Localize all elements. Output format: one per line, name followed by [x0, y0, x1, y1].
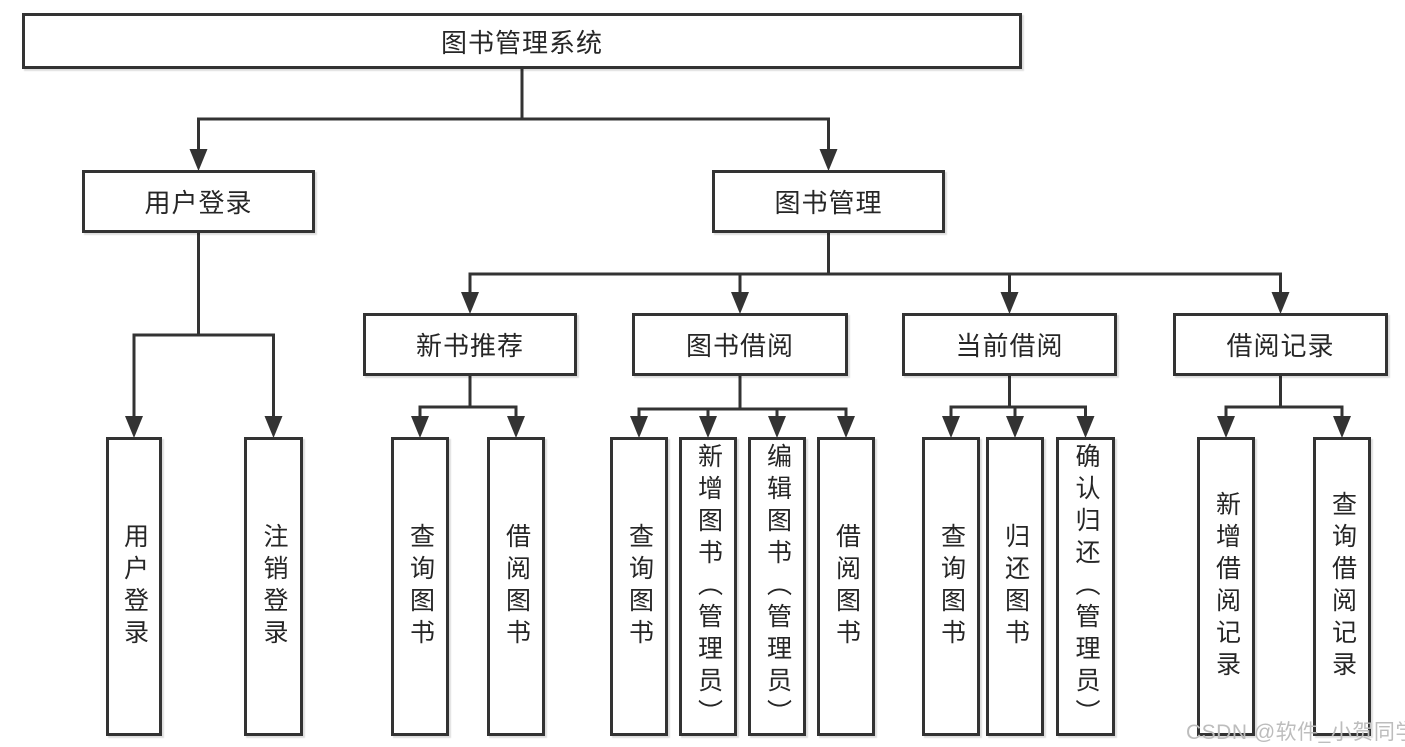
- leaf-current-confirm-return-admin: 确认归还（管理员）: [1056, 437, 1115, 736]
- arrowhead-down-icon: [189, 149, 208, 171]
- leaf-record-add-borrow-record: 新增借阅记录: [1197, 437, 1255, 736]
- arrowhead-down-icon: [819, 149, 838, 171]
- arrowhead-down-icon: [461, 292, 479, 314]
- arrowhead-down-icon: [264, 416, 283, 438]
- connector-group: [1217, 374, 1351, 438]
- arrowhead-down-icon: [1006, 416, 1024, 438]
- node-book-management: 图书管理: [712, 170, 945, 233]
- arrowhead-down-icon: [411, 416, 429, 438]
- connector-group: [411, 374, 525, 438]
- arrowhead-down-icon: [768, 416, 786, 438]
- arrowhead-down-icon: [507, 416, 525, 438]
- arrowhead-down-icon: [1271, 292, 1290, 314]
- arrowhead-down-icon: [731, 292, 749, 314]
- leaf-current-query-books: 查询图书: [922, 437, 980, 736]
- arrowhead-down-icon: [837, 416, 855, 438]
- leaf-newbook-query-books: 查询图书: [391, 437, 449, 736]
- arrowhead-down-icon: [1000, 292, 1019, 314]
- arrowhead-down-icon: [125, 416, 143, 438]
- leaf-current-return-books: 归还图书: [986, 437, 1044, 736]
- node-new-book-recommend: 新书推荐: [363, 313, 577, 376]
- connector-group: [461, 231, 1290, 314]
- connector-group: [630, 374, 855, 438]
- leaf-borrow-query-books: 查询图书: [610, 437, 668, 736]
- leaf-borrow-add-books-admin: 新增图书（管理员）: [679, 437, 737, 736]
- node-book-borrowing: 图书借阅: [632, 313, 848, 376]
- arrowhead-down-icon: [942, 416, 960, 438]
- arrowhead-down-icon: [699, 416, 717, 438]
- node-current-borrowing: 当前借阅: [902, 313, 1117, 376]
- leaf-newbook-borrow-books: 借阅图书: [487, 437, 545, 736]
- leaf-borrow-borrow-books: 借阅图书: [817, 437, 875, 736]
- node-borrowing-records: 借阅记录: [1173, 313, 1388, 376]
- connector-group: [189, 67, 838, 171]
- arrowhead-down-icon: [1333, 416, 1351, 438]
- leaf-record-query-borrow-record: 查询借阅记录: [1313, 437, 1371, 736]
- csdn-watermark: CSDN @软件_小贺同学: [1186, 721, 1405, 744]
- leaf-user-login: 用户登录: [106, 437, 162, 736]
- connector-group: [125, 231, 283, 438]
- leaf-logout: 注销登录: [244, 437, 303, 736]
- node-library-system: 图书管理系统: [22, 13, 1022, 69]
- arrowhead-down-icon: [1076, 416, 1095, 438]
- connector-group: [942, 374, 1095, 438]
- leaf-borrow-edit-books-admin: 编辑图书（管理员）: [748, 437, 806, 736]
- arrowhead-down-icon: [1217, 416, 1235, 438]
- arrowhead-down-icon: [630, 416, 648, 438]
- node-user-login-branch: 用户登录: [82, 170, 315, 233]
